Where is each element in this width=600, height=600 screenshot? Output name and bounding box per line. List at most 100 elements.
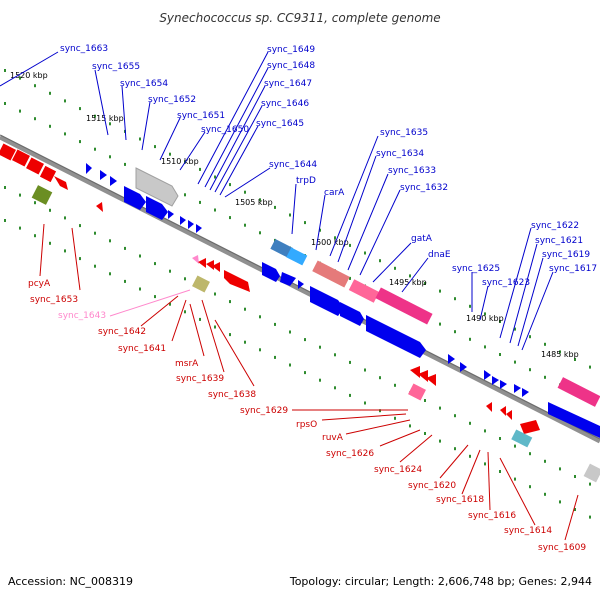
gene-arrow[interactable] — [198, 258, 206, 268]
gene-block[interactable] — [286, 247, 308, 266]
gene-arrow[interactable] — [212, 262, 220, 272]
gene-block[interactable] — [348, 279, 380, 303]
gene-block[interactable] — [310, 286, 344, 316]
gene-block[interactable] — [270, 239, 294, 258]
gene-label[interactable]: sync_1649 — [267, 45, 315, 55]
gene-arrow[interactable] — [500, 380, 507, 389]
gene-label[interactable]: sync_1621 — [535, 236, 583, 246]
tick-mark — [349, 393, 351, 397]
gene-arrow[interactable] — [298, 280, 304, 289]
gene-label[interactable]: rpsO — [296, 420, 317, 430]
gene-block[interactable] — [0, 143, 16, 161]
gene-arrow[interactable] — [486, 402, 492, 412]
gene-label[interactable]: sync_1623 — [482, 278, 530, 288]
gene-label[interactable]: sync_1645 — [256, 119, 304, 129]
gene-block[interactable] — [340, 302, 364, 326]
gene-label[interactable]: sync_1632 — [400, 183, 448, 193]
gene-arrow[interactable] — [418, 370, 428, 382]
gene-label[interactable]: sync_1633 — [388, 166, 436, 176]
gene-label[interactable]: sync_1626 — [326, 449, 374, 459]
gene-label[interactable]: sync_1654 — [120, 79, 168, 89]
gene-block[interactable] — [192, 275, 210, 293]
gene-label[interactable]: sync_1617 — [549, 264, 597, 274]
gene-block[interactable] — [124, 186, 146, 210]
gene-label[interactable]: sync_1609 — [538, 543, 586, 553]
gene-label[interactable]: sync_1663 — [60, 44, 108, 54]
gene-arrow[interactable] — [180, 216, 186, 225]
gene-label[interactable]: sync_1642 — [98, 327, 146, 337]
gene-label[interactable]: sync_1653 — [30, 295, 78, 305]
gene-arrow[interactable] — [96, 202, 103, 212]
gene-label[interactable]: sync_1647 — [264, 79, 312, 89]
gene-label[interactable]: sync_1635 — [380, 128, 428, 138]
gene-block[interactable] — [146, 196, 168, 220]
gene-block[interactable] — [31, 185, 53, 205]
gene-label[interactable]: gatA — [411, 234, 433, 244]
gene-arrow[interactable] — [410, 366, 420, 378]
gene-label[interactable]: ruvA — [322, 433, 344, 443]
gene-arrow[interactable] — [280, 272, 296, 286]
gene-arrow[interactable] — [86, 163, 92, 174]
gene-arrow[interactable] — [206, 260, 214, 270]
gene-label[interactable]: sync_1624 — [374, 465, 422, 475]
gene-label[interactable]: sync_1614 — [504, 526, 552, 536]
gene-label[interactable]: sync_1650 — [201, 125, 249, 135]
gene-arrow[interactable] — [426, 374, 436, 386]
tick-mark — [109, 239, 111, 243]
gene-label[interactable]: trpD — [296, 176, 316, 186]
gene-block[interactable] — [262, 262, 280, 282]
gene-block[interactable] — [224, 270, 250, 292]
gene-label[interactable]: sync_1618 — [436, 495, 484, 505]
gene-label[interactable]: sync_1634 — [376, 149, 424, 159]
gene-block[interactable] — [39, 165, 57, 183]
gene-arrow[interactable] — [460, 362, 467, 372]
gene-block[interactable] — [557, 377, 600, 407]
gene-label[interactable]: sync_1644 — [269, 160, 317, 170]
gene-arrow[interactable] — [192, 255, 199, 264]
gene-arrow[interactable] — [168, 210, 174, 219]
gene-label[interactable]: sync_1648 — [267, 61, 315, 71]
gene-label[interactable]: sync_1616 — [468, 511, 516, 521]
gene-label[interactable]: dnaE — [428, 250, 451, 260]
gene-label[interactable]: sync_1619 — [542, 250, 590, 260]
gene-label[interactable]: sync_1641 — [118, 344, 166, 354]
gene-arrow[interactable] — [500, 406, 506, 416]
gene-block[interactable] — [511, 429, 533, 448]
gene-block[interactable] — [548, 402, 600, 438]
gene-arrow[interactable] — [522, 388, 529, 397]
gene-label[interactable]: sync_1638 — [208, 390, 256, 400]
gene-block[interactable] — [12, 149, 30, 167]
gene-label[interactable]: carA — [324, 188, 345, 198]
gene-label[interactable]: sync_1643 — [58, 311, 106, 321]
gene-block[interactable] — [520, 420, 540, 434]
gene-arrow[interactable] — [196, 224, 202, 233]
gene-label[interactable]: msrA — [175, 359, 199, 369]
gene-label[interactable]: sync_1622 — [531, 221, 579, 231]
gene-label[interactable]: sync_1620 — [408, 481, 456, 491]
gene-label[interactable]: sync_1646 — [261, 99, 309, 109]
gene-arrow[interactable] — [448, 354, 455, 364]
gene-label[interactable]: sync_1655 — [92, 62, 140, 72]
gene-arrow[interactable] — [514, 384, 521, 393]
gene-arrow[interactable] — [492, 376, 499, 385]
gene-label[interactable]: sync_1629 — [240, 406, 288, 416]
gene-arrow[interactable] — [484, 370, 491, 380]
gene-arrow[interactable] — [506, 410, 512, 420]
gene-block[interactable] — [583, 463, 600, 483]
gene-arrow[interactable] — [54, 176, 68, 190]
gene-block[interactable] — [408, 383, 426, 401]
gene-label[interactable]: sync_1651 — [177, 111, 225, 121]
gene-label[interactable]: sync_1639 — [176, 374, 224, 384]
gene-block[interactable] — [375, 287, 433, 325]
gene-arrow[interactable] — [100, 170, 107, 180]
gene-label[interactable]: sync_1625 — [452, 264, 500, 274]
gene-arrow[interactable] — [188, 220, 194, 229]
gene-block[interactable] — [26, 157, 44, 175]
gene-label[interactable]: pcyA — [28, 279, 51, 289]
gene-label[interactable]: sync_1652 — [148, 95, 196, 105]
gene-block[interactable] — [312, 260, 350, 288]
gene-block[interactable] — [366, 315, 426, 358]
gene-block[interactable] — [135, 167, 179, 207]
gene-arrow[interactable] — [110, 176, 117, 186]
